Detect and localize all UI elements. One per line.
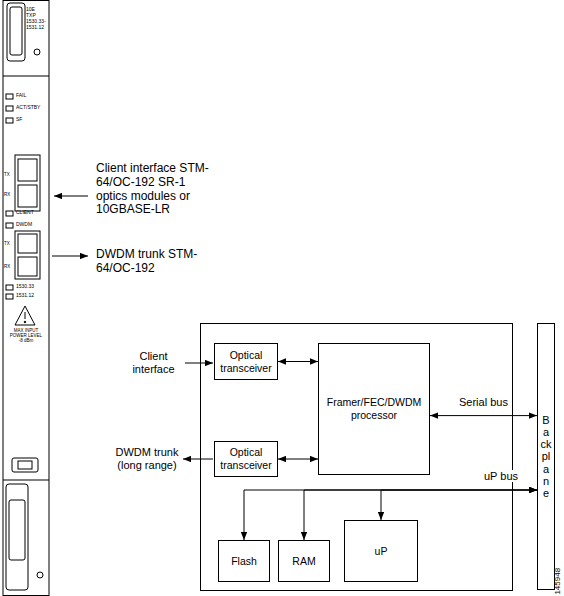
up-bus-line (304, 490, 537, 540)
callout-text: DWDM trunk (long range) (114, 446, 180, 471)
memory-box: Flash (218, 540, 270, 582)
warning-dot (24, 321, 26, 323)
serial-line (430, 415, 537, 416)
processor-box: Framer/FEC/DWDM processor (318, 343, 430, 475)
panel-line (3, 480, 49, 481)
faceplate-label: 1531.12 (26, 25, 48, 31)
led (6, 285, 13, 290)
node-text: Backplane (541, 414, 552, 499)
faceplate-label: TX (4, 241, 15, 246)
callout-arrow (52, 256, 88, 257)
serial-line (278, 361, 318, 362)
faceplate-label: RX (4, 192, 15, 197)
led (6, 294, 13, 299)
led (6, 223, 13, 228)
client-port (15, 155, 40, 211)
latch-inner (18, 461, 32, 469)
top-ejector-inner (10, 7, 22, 55)
dwdm-port (15, 231, 40, 279)
bottom-ejector-inner (9, 500, 25, 560)
faceplate-label: ACT/STBY (16, 105, 48, 111)
faceplate-label: 10E (26, 7, 48, 13)
latch (12, 458, 38, 472)
port-receptacle (18, 185, 37, 207)
node-text: uP (375, 545, 388, 558)
faceplate-label: TX (4, 172, 15, 177)
screw (37, 572, 43, 578)
bottom-ejector (6, 484, 28, 590)
faceplate-label: RX (4, 264, 15, 269)
node-text: Framer/FEC/DWDM processor (323, 396, 425, 421)
faceplate-label: 1530.33 (16, 284, 48, 290)
callout-text: Client interface STM-64/OC-192 SR-1 opti… (96, 162, 210, 217)
node-text: Flash (231, 555, 257, 568)
trunk-output-arrow (183, 459, 213, 460)
port-receptacle (18, 159, 37, 181)
serial-line (278, 459, 318, 460)
faceplate-label: MAX INPUT POWER LEVEL -8 dBm (8, 328, 44, 344)
faceplate-label: CLIENT (16, 210, 48, 216)
led (6, 118, 13, 123)
up-bus-line (381, 490, 537, 520)
callout-text: Client interface (126, 350, 181, 375)
bus-label: Serial bus (457, 396, 510, 408)
faceplate-label: 1530.33- (26, 19, 48, 25)
faceplate-label: SF (16, 117, 48, 123)
node-text: Optical transceiver (219, 446, 273, 471)
port-receptacle (18, 234, 37, 253)
warning-triangle (15, 306, 35, 325)
transceiver-box: Optical transceiver (214, 441, 278, 477)
faceplate-label: FAIL (16, 93, 48, 99)
callout-arrow (54, 196, 88, 197)
callout-text: DWDM trunk STM-64/OC-192 (96, 248, 210, 276)
backplane: Backplane (537, 323, 555, 590)
client-input-arrow (185, 363, 213, 364)
led (6, 211, 13, 216)
warning-mark (25, 312, 26, 319)
node-text: RAM (292, 555, 315, 568)
processor-box: uP (344, 520, 418, 582)
faceplate-label: 1531.12 (16, 293, 48, 299)
memory-box: RAM (278, 540, 330, 582)
panel-line (3, 76, 49, 77)
faceplate-label: TXP (26, 13, 48, 19)
port-receptacle (18, 257, 37, 276)
transceiver-box: Optical transceiver (214, 343, 278, 380)
led (6, 106, 13, 111)
faceplate (3, 1, 49, 596)
node-text: Optical transceiver (219, 349, 273, 374)
bus-label: uP bus (482, 470, 520, 482)
card-block-outline (201, 324, 513, 591)
led (6, 94, 13, 99)
screw (34, 49, 40, 55)
top-ejector (7, 3, 25, 61)
faceplate-label: DWDM (16, 222, 48, 228)
